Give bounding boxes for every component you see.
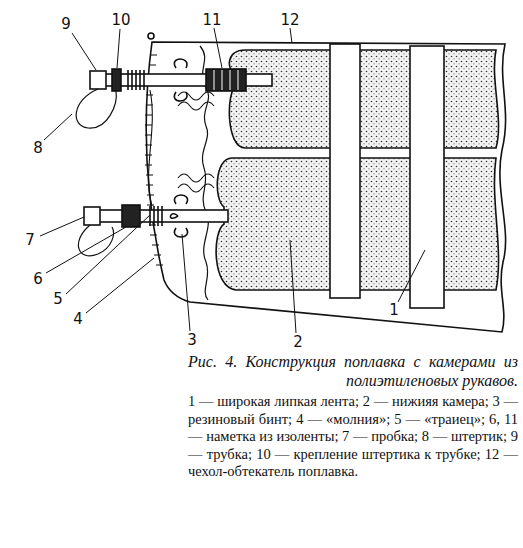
leader-line <box>44 114 72 140</box>
callout-number: 2 <box>293 335 303 350</box>
leader-line <box>398 250 425 302</box>
plug <box>84 207 100 225</box>
callout-number: 12 <box>280 13 299 28</box>
tape-wrap <box>122 205 140 227</box>
plug <box>90 71 106 89</box>
leader-line <box>117 29 120 68</box>
cord-fixing <box>112 69 121 91</box>
callout-number: 6 <box>33 272 43 287</box>
rubber-bandage <box>174 59 187 101</box>
tape-wrap <box>206 69 246 91</box>
leader-line <box>66 215 150 294</box>
leader-line <box>40 217 84 236</box>
collar-rings <box>128 70 144 90</box>
parts-key: 1 — широкая липкая лента; 2 — нижияя кам… <box>188 393 518 481</box>
callout-number: 8 <box>33 141 43 156</box>
tape-band <box>330 44 360 298</box>
callout-number: 7 <box>25 233 35 248</box>
callout-number: 3 <box>187 333 197 348</box>
callout-number: 5 <box>53 292 63 307</box>
collar-rings <box>150 206 162 226</box>
trapeze-string <box>149 90 153 206</box>
leader-lines <box>40 28 425 333</box>
upper-chamber <box>229 50 498 148</box>
callout-number: 1 <box>389 303 399 318</box>
callout-number: 10 <box>111 13 130 28</box>
leader-line <box>86 258 154 313</box>
leader-line <box>72 33 96 70</box>
leader-line <box>46 227 126 273</box>
leader-line <box>182 234 190 331</box>
leader-line <box>214 28 222 68</box>
leader-line <box>290 28 292 43</box>
callout-number: 4 <box>73 312 83 327</box>
zipper-pull <box>148 33 154 39</box>
leader-line <box>290 240 296 333</box>
callout-number: 11 <box>202 13 221 28</box>
callout-number: 9 <box>61 17 71 32</box>
cord <box>76 89 116 128</box>
tape-stripes <box>214 70 238 90</box>
chamber-fold <box>178 92 214 192</box>
rubber-bandage <box>170 195 187 237</box>
figure-caption: Рис. 4. Конструкция поплавка с камерами … <box>188 352 518 390</box>
